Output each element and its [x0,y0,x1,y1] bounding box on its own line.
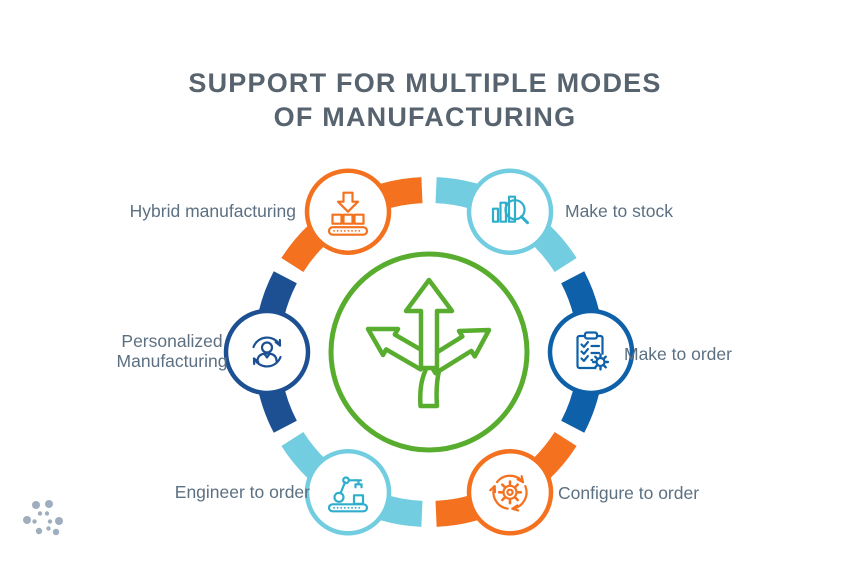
checklist-gear-icon [576,331,610,371]
center-hub [328,251,530,453]
page-title-line1: SUPPORT FOR MULTIPLE MODES [188,68,662,98]
label-configure-to-order: Configure to order [558,483,700,503]
page-title-line2: OF MANUFACTURING [273,102,577,132]
node-circle-configure [466,449,554,536]
three-way-arrow-icon [365,277,492,409]
node-circle-engineer [304,449,392,536]
label-personalized-manufacturing: Personalized Manufacturing [116,331,228,371]
label-make-to-order: Make to order [624,344,732,364]
label-make-to-stock: Make to stock [565,201,673,221]
person-cycle-icon [252,336,282,368]
node-circle-make-to-order [547,308,635,396]
stock-analysis-icon [491,195,529,225]
label-engineer-to-order: Engineer to order [174,482,310,502]
conveyor-inbound-icon [327,191,369,236]
dot-cluster-logo [23,500,63,536]
page-title: SUPPORT FOR MULTIPLE MODES OF MANUFACTUR… [0,66,850,134]
gear-rotation-icon [489,474,528,512]
robot-arm-icon [327,476,369,513]
label-hybrid-manufacturing: Hybrid manufacturing [129,201,296,221]
